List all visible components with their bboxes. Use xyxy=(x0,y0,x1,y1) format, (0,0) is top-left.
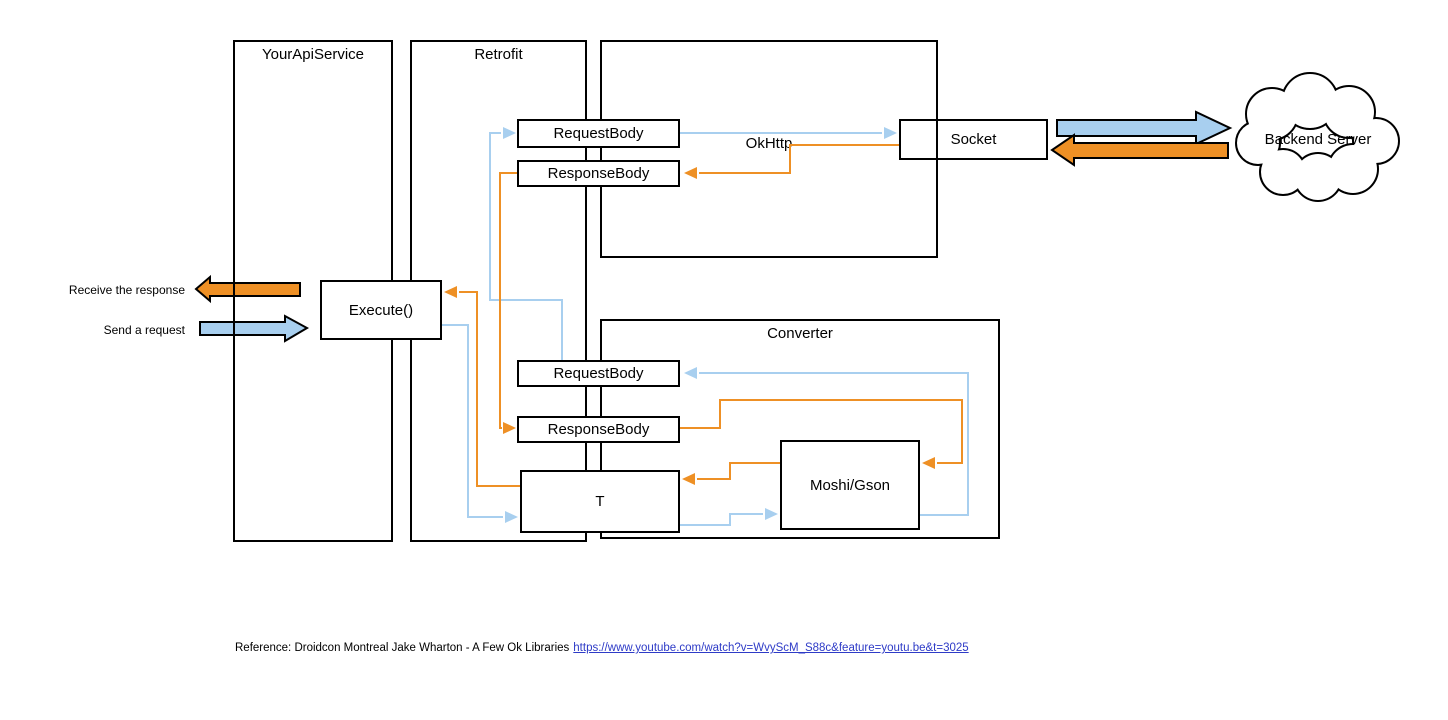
reference-line: Reference: Droidcon Montreal Jake Wharto… xyxy=(235,642,969,654)
t-label: T xyxy=(595,493,605,510)
converter-request-body-node: RequestBody xyxy=(517,360,680,387)
converter-response-body-label: ResponseBody xyxy=(547,421,650,438)
moshi-gson-node: Moshi/Gson xyxy=(780,440,920,530)
okhttp-box: OkHttp xyxy=(600,40,938,258)
your-api-service-title: YourApiService xyxy=(261,46,364,63)
retrofit-title: Retrofit xyxy=(474,46,523,63)
socket-to-server-request-arrow xyxy=(1056,110,1233,146)
t-node: T xyxy=(520,470,680,533)
okhttp-response-body-label: ResponseBody xyxy=(547,165,650,182)
backend-server-label: Backend Server xyxy=(1264,131,1372,148)
receive-response-label: Receive the response xyxy=(68,283,185,297)
reference-link[interactable]: https://www.youtube.com/watch?v=WvyScM_S… xyxy=(573,642,969,654)
send-request-label: Send a request xyxy=(103,323,185,337)
execute-node: Execute() xyxy=(320,280,442,340)
socket-label: Socket xyxy=(950,131,997,148)
converter-response-body-node: ResponseBody xyxy=(517,416,680,443)
moshi-gson-label: Moshi/Gson xyxy=(809,476,891,494)
server-to-socket-response-arrow xyxy=(1050,133,1229,167)
converter-request-body-label: RequestBody xyxy=(553,365,644,382)
okhttp-request-body-label: RequestBody xyxy=(553,125,644,142)
socket-node: Socket xyxy=(899,119,1048,160)
okhttp-request-body-node: RequestBody xyxy=(517,119,680,148)
okhttp-response-body-node: ResponseBody xyxy=(517,160,680,187)
execute-label: Execute() xyxy=(348,301,414,319)
reference-text: Reference: Droidcon Montreal Jake Wharto… xyxy=(235,642,570,654)
converter-title: Converter xyxy=(767,325,833,342)
